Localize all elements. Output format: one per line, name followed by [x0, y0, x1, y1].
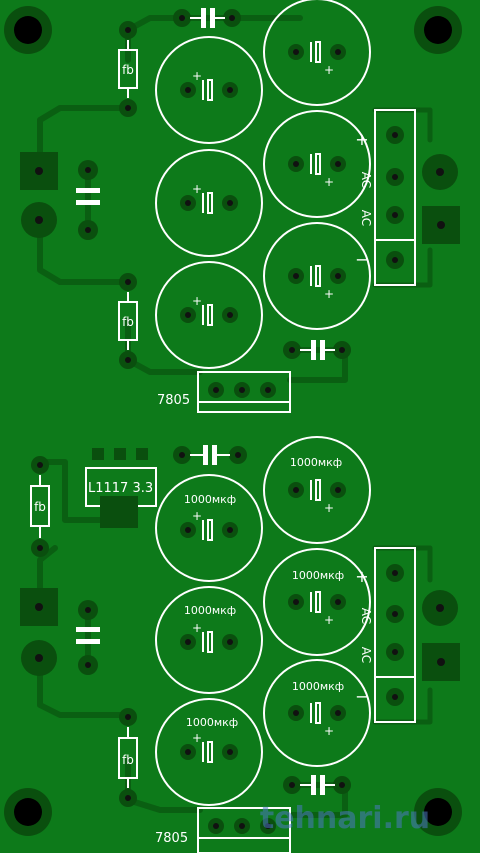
cap-value: 1000мкф [184, 493, 236, 506]
ferrite-label: fb [34, 500, 46, 514]
electrolytic-cap-top-l3: + [155, 261, 263, 369]
electrolytic-cap-bottom-r3: + 1000мкф [263, 659, 371, 767]
electrolytic-cap-bottom-l1: + 1000мкф [155, 474, 263, 582]
electrolytic-cap-top-r2: + [263, 110, 371, 218]
regulator-label: 7805 [155, 831, 188, 846]
ceramic-cap-top-left [76, 160, 100, 240]
connector-ac2: AC [359, 210, 373, 226]
electrolytic-cap-bottom-r1: + 1000мкф [263, 436, 371, 544]
svg-text:+: + [324, 501, 334, 515]
svg-text:+: + [324, 63, 334, 77]
cap-value: 1000мкф [184, 604, 236, 617]
ferrite-label: fb [122, 315, 134, 329]
svg-text:+: + [192, 509, 202, 523]
svg-text:+: + [192, 294, 202, 308]
svg-text:+: + [324, 175, 334, 189]
connector-minus: − [355, 250, 368, 269]
ferrite-bead-bottom-2: fb [118, 708, 138, 807]
connector-ac1: AC [359, 172, 373, 188]
connector-plus: + [355, 567, 368, 586]
watermark: tehnari.ru [260, 801, 430, 836]
electrolytic-cap-top-l2: + [155, 149, 263, 257]
top-circuit: fb fb + [20, 0, 460, 413]
cap-value: 1000мкф [292, 680, 344, 693]
electrolytic-cap-top-r1: + [263, 0, 371, 106]
connector-minus: − [355, 687, 368, 706]
regulator-7805-bottom: 7805 [155, 807, 291, 853]
ceramic-cap-bottom-left [76, 600, 100, 675]
svg-text:+: + [324, 287, 334, 301]
regulator-label: 7805 [157, 393, 190, 408]
film-cap-bottom-upper [173, 445, 247, 465]
electrolytic-cap-bottom-l3: + 1000мкф [155, 698, 263, 806]
svg-text:+: + [324, 613, 334, 627]
mounting-holes [4, 6, 462, 836]
bottom-circuit: L1117 3.3 fb fb [20, 436, 460, 853]
ferrite-bead-bottom-1: fb [30, 456, 50, 557]
electrolytic-cap-top-l1: + [155, 36, 263, 144]
connector-ac1: AC [359, 608, 373, 624]
svg-text:+: + [192, 731, 202, 745]
ferrite-label: fb [122, 753, 134, 767]
electrolytic-cap-bottom-r2: + 1000мкф [263, 548, 371, 656]
cap-value: 1000мкф [290, 456, 342, 469]
svg-text:+: + [192, 69, 202, 83]
svg-text:+: + [324, 724, 334, 738]
svg-text:+: + [192, 621, 202, 635]
connector-block-bottom: + AC AC − [355, 547, 416, 723]
regulator-7805-top: 7805 [157, 371, 291, 413]
cap-value: 1000мкф [292, 569, 344, 582]
electrolytic-cap-top-r3: + [263, 222, 371, 330]
connector-ac2: AC [359, 647, 373, 663]
ldo-l1117: L1117 3.3 [85, 448, 157, 528]
connector-plus: + [355, 130, 368, 149]
ferrite-bead-top-2: fb [118, 273, 138, 369]
film-cap-top [173, 8, 241, 28]
film-cap-top-lower [283, 340, 351, 360]
film-cap-bottom-lower [283, 775, 351, 795]
ferrite-bead-top-1: fb [118, 21, 138, 117]
svg-text:+: + [192, 182, 202, 196]
connector-block-top: + AC AC − [355, 109, 416, 286]
cap-value: 1000мкф [186, 716, 238, 729]
ldo-label: L1117 3.3 [88, 481, 153, 496]
electrolytic-cap-bottom-l2: + 1000мкф [155, 586, 263, 694]
ferrite-label: fb [122, 63, 134, 77]
